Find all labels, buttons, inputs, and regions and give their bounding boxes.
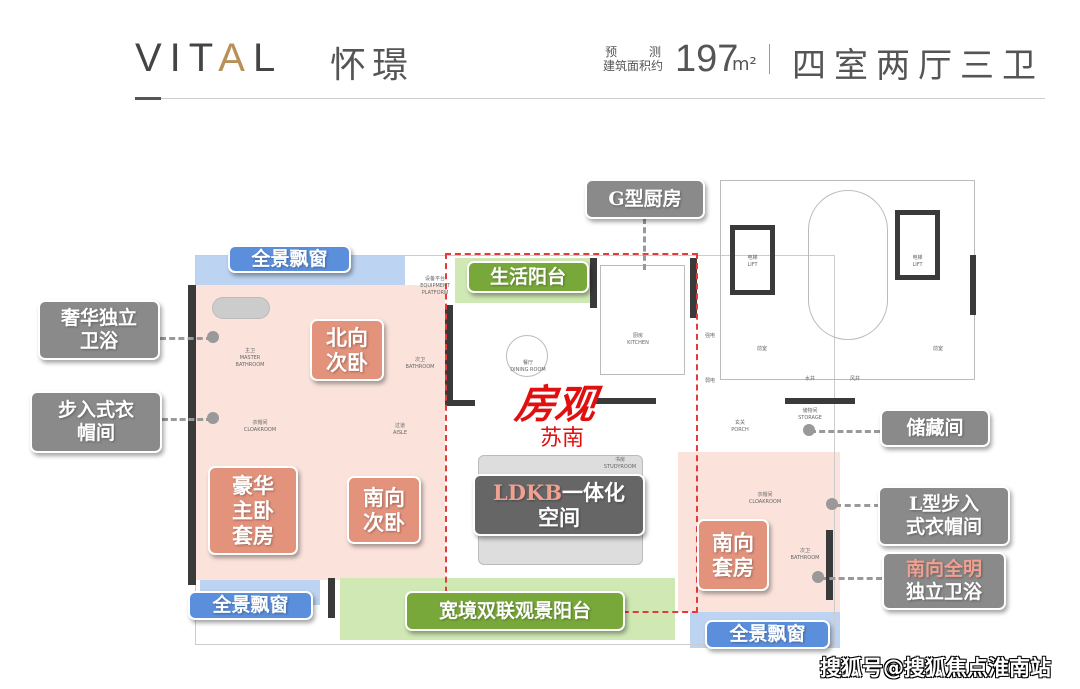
- callout-south-bedroom: 南向次卧: [347, 476, 421, 544]
- wall: [445, 400, 475, 406]
- callout-master-suite: 豪华主卧套房: [208, 466, 298, 555]
- dining-table: [506, 335, 548, 377]
- wall: [690, 258, 697, 318]
- callout-window-bottom-right: 全景飘窗: [705, 620, 830, 649]
- room-label-strong: 强电: [704, 333, 715, 339]
- room-label-water: 水井: [804, 376, 815, 382]
- wall: [785, 398, 855, 404]
- wall: [596, 398, 656, 404]
- callout-storage: 储藏间: [880, 409, 990, 447]
- project-name: 怀璟: [330, 45, 415, 86]
- wall: [590, 258, 597, 308]
- wall: [826, 530, 833, 600]
- bathtub: [212, 297, 270, 319]
- room-label-lobby2: 前室: [932, 346, 943, 352]
- callout-view-balcony: 宽境双联观景阳台: [405, 591, 625, 631]
- leader-kitchen: [643, 218, 646, 270]
- leader-dot: [826, 498, 838, 510]
- room-label-lobby1: 前室: [756, 346, 767, 352]
- layout-title: 四室两厅三卫: [792, 46, 1044, 86]
- callout-window-bottom-left: 全景飘窗: [188, 591, 313, 620]
- callout-south-bath: 南向全明独立卫浴: [882, 552, 1006, 610]
- brand-logo: VITAL: [135, 36, 284, 80]
- wall: [445, 305, 453, 405]
- leader-storage: [810, 430, 880, 433]
- area-unit: m²: [732, 54, 757, 75]
- lift-1: [730, 225, 775, 295]
- header-rule-mark: [135, 97, 161, 100]
- leader-south-bath: [820, 577, 882, 580]
- leader-l-closet: [835, 504, 880, 507]
- logo-sub: 苏南: [540, 426, 585, 451]
- stair: [808, 190, 888, 340]
- divider: [769, 44, 770, 74]
- callout-north-bedroom: 北向次卧: [310, 319, 384, 381]
- leader-dot: [812, 571, 824, 583]
- header-rule: [135, 98, 1045, 99]
- callout-living-balcony: 生活阳台: [467, 261, 589, 293]
- lift-2: [895, 210, 940, 280]
- leader-dot: [803, 424, 815, 436]
- leader-master-bath: [160, 337, 212, 340]
- leader-closet: [162, 418, 212, 421]
- kitchen-outline: [600, 265, 685, 375]
- watermark: 搜狐号@搜狐焦点淮南站: [820, 656, 1051, 680]
- callout-master-bath: 奢华独立卫浴: [38, 300, 160, 360]
- callout-l-closet: L型步入式衣帽间: [878, 486, 1010, 546]
- room-label-wind: 风井: [849, 376, 860, 382]
- callout-south-suite: 南向套房: [697, 519, 769, 591]
- wall: [970, 255, 976, 315]
- area-caption: 预 测建筑面积约: [603, 45, 675, 73]
- leader-dot: [207, 331, 219, 343]
- callout-kitchen: G型厨房: [585, 179, 705, 219]
- callout-walkin-closet: 步入式衣帽间: [30, 391, 162, 453]
- room-label-weak: 弱电: [704, 378, 715, 384]
- wall: [328, 578, 335, 618]
- area-value: 197: [675, 38, 739, 80]
- callout-ldkb: LDKB一体化空间: [473, 474, 645, 536]
- leader-dot: [207, 412, 219, 424]
- wall: [188, 285, 196, 585]
- callout-window-top: 全景飘窗: [228, 245, 351, 273]
